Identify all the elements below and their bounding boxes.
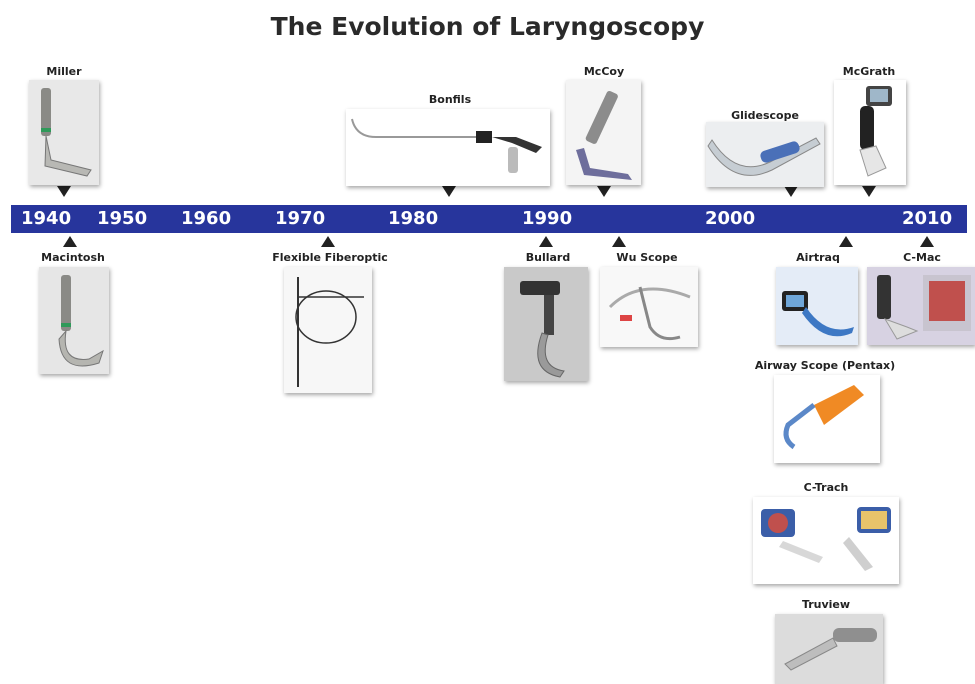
- label-bullard: Bullard: [526, 251, 570, 264]
- label-miller: Miller: [46, 65, 81, 78]
- label-airway-scope: Airway Scope (Pentax): [755, 359, 895, 372]
- year-2010: 2010: [902, 205, 952, 233]
- marker-wu-scope: [612, 236, 626, 247]
- year-2000: 2000: [705, 205, 755, 233]
- macintosh-photo: [39, 267, 109, 374]
- page-title: The Evolution of Laryngoscopy: [0, 12, 975, 41]
- year-1970: 1970: [275, 205, 325, 233]
- c-mac-photo: [867, 267, 975, 345]
- marker-bullard: [539, 236, 553, 247]
- label-c-mac: C-Mac: [903, 251, 941, 264]
- marker-c-mac: [920, 236, 934, 247]
- marker-bonfils: [442, 186, 456, 197]
- marker-miller: [57, 186, 71, 197]
- label-wu-scope: Wu Scope: [616, 251, 677, 264]
- year-1960: 1960: [181, 205, 231, 233]
- label-flexible-fiberoptic: Flexible Fiberoptic: [272, 251, 388, 264]
- marker-mccoy: [597, 186, 611, 197]
- marker-mcgrath: [862, 186, 876, 197]
- marker-glidescope: [784, 186, 798, 197]
- label-macintosh: Macintosh: [41, 251, 105, 264]
- airway-scope-photo: [774, 375, 880, 463]
- bonfils-photo: [346, 109, 550, 186]
- label-bonfils: Bonfils: [429, 93, 471, 106]
- glidescope-photo: [706, 122, 824, 187]
- label-c-trach: C-Trach: [804, 481, 849, 494]
- label-mccoy: McCoy: [584, 65, 624, 78]
- marker-flexible-fiberoptic: [321, 236, 335, 247]
- year-1990: 1990: [522, 205, 572, 233]
- label-airtraq: Airtraq: [796, 251, 840, 264]
- label-truview: Truview: [802, 598, 850, 611]
- mcgrath-photo: [834, 80, 906, 185]
- c-trach-photo: [753, 497, 899, 584]
- label-glidescope: Glidescope: [731, 109, 799, 122]
- year-1940: 1940: [21, 205, 71, 233]
- marker-airtraq: [839, 236, 853, 247]
- label-mcgrath: McGrath: [843, 65, 895, 78]
- flexible-fiberoptic-photo: [284, 267, 372, 393]
- year-1980: 1980: [388, 205, 438, 233]
- timeline-bar: 1940 1950 1960 1970 1980 1990 2000 2010: [11, 205, 967, 233]
- truview-photo: [775, 614, 883, 684]
- miller-photo: [29, 80, 99, 185]
- year-1950: 1950: [97, 205, 147, 233]
- wu-scope-photo: [600, 267, 698, 347]
- marker-macintosh: [63, 236, 77, 247]
- mccoy-photo: [566, 80, 641, 185]
- bullard-photo: [504, 267, 588, 381]
- airtraq-photo: [776, 267, 858, 345]
